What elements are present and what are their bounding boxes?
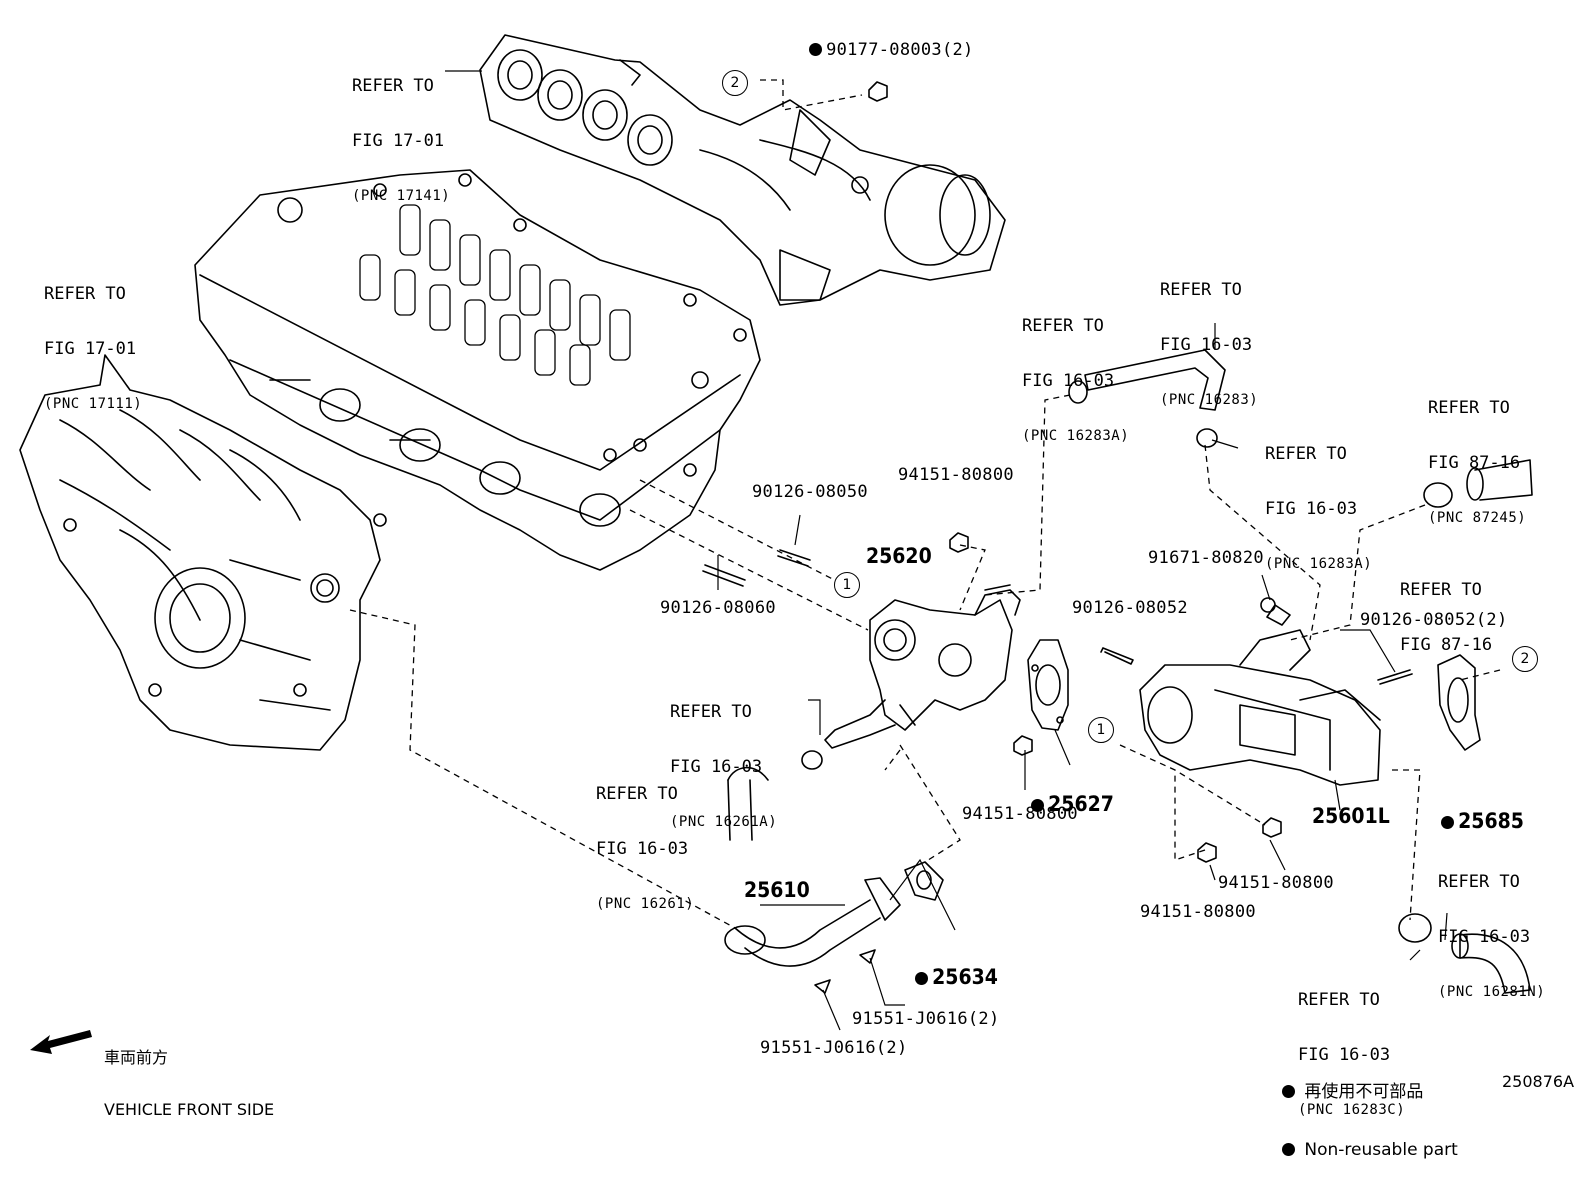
ref-line: FIG 16-03 [1160,335,1253,355]
fasteners-drawing [702,81,1291,994]
ref-pnc: (PNC 17111) [44,396,143,412]
label-nut-94151-mid: 94151-80800 [962,804,1078,824]
label-gasket-25634: 25634 [902,946,998,988]
ref-line: REFER TO [670,702,752,722]
ref-pnc: (PNC 16281N) [1438,984,1546,1000]
ref-pnc: (PNC 16261A) [670,814,778,830]
callout-2-top: 2 [722,70,748,96]
label-bolt-91671: 91671-80820 [1148,548,1264,568]
egr-valve-drawing [824,584,1021,749]
ref-line: REFER TO [1265,444,1347,464]
non-reusable-dot-icon [1282,1085,1295,1098]
ref-pnc: (PNC 16283) [1160,392,1259,408]
ref-line: FIG 87-16 [1400,635,1493,655]
label-bolt-91551-a: 91551-J0616(2) [852,1009,1000,1029]
ref-pnc: (PNC 87245) [1428,510,1527,526]
ref-line: REFER TO [1428,398,1510,418]
ref-line: FIG 16-03 [596,839,689,859]
callout-2-right: 2 [1512,646,1538,672]
gasket-25685-drawing [1437,654,1481,751]
legend-jp: 再使用不可部品 [1304,1082,1424,1102]
callout-1-left: 1 [834,572,860,598]
label-stud-90126-08052: 90126-08052 [1072,598,1188,618]
ref-hose-87245: REFER TO FIG 87-16 (PNC 87245) [1428,364,1526,546]
parts-illustration [19,34,1533,1054]
label-stud-90126-08060: 90126-08060 [660,598,776,618]
part-number: 25685 [1458,809,1524,833]
vehicle-front-label: 車両前方 VEHICLE FRONT SIDE [104,1016,274,1136]
label-gasket-25627: 25627 [1018,773,1114,815]
part-number: 25627 [1048,792,1114,816]
direction-en: VEHICLE FRONT SIDE [104,1100,275,1119]
ref-clamp-16261a: REFER TO FIG 16-03 (PNC 16261A) [670,668,777,850]
ref-line: REFER TO [596,784,678,804]
ref-hose-16283a-top: REFER TO FIG 16-03 (PNC 16283A) [1022,282,1129,464]
ref-line: REFER TO [352,76,434,96]
ref-pnc: (PNC 16261) [596,896,695,912]
egr-pipe-drawing [724,877,901,967]
ref-clamp-16283a-right: REFER TO FIG 16-03 (PNC 16283A) [1265,410,1372,592]
ref-pnc: (PNC 16283A) [1265,556,1373,572]
label-nut-94151-right: 94151-80800 [1218,873,1334,893]
ref-line: FIG 87-16 [1428,453,1521,473]
label-bolt-91551-b: 91551-J0616(2) [760,1038,908,1058]
ref-line: FIG 17-01 [352,131,445,151]
part-number: 25634 [932,965,998,989]
label-nut-94151-top: 94151-80800 [898,465,1014,485]
cylinder-head-drawing [194,169,761,571]
egr-cooler-drawing [1139,597,1381,786]
label-stud-90126-08050: 90126-08050 [752,482,868,502]
stud-90126-08052-2-drawing [1377,669,1413,685]
ref-line: FIG 16-03 [670,757,763,777]
ref-line: FIG 16-03 [1022,371,1115,391]
non-reusable-dot-icon [1441,816,1455,829]
legend-en: Non-reusable part [1304,1140,1458,1160]
callout-1-right: 1 [1088,717,1114,743]
hoses-drawing [727,349,1533,994]
ref-line: FIG 16-03 [1265,499,1358,519]
front-arrow-icon [30,1030,92,1054]
label-egr-valve-25620: 25620 [866,544,932,568]
ref-line: FIG 17-01 [44,339,137,359]
gasket-25627-drawing [1027,639,1069,731]
ref-line: FIG 16-03 [1298,1045,1391,1065]
label-nut-94151-bottom: 94151-80800 [1140,902,1256,922]
non-reusable-dot-icon [1282,1143,1295,1156]
stud-90126-08052-drawing [1100,647,1134,665]
ref-line: REFER TO [1160,280,1242,300]
label-stud-90126-08052-2: 90126-08052(2) [1360,610,1508,630]
ref-line: FIG 16-03 [1438,927,1531,947]
ref-pnc: (PNC 16283A) [1022,428,1130,444]
ref-line: REFER TO [1400,580,1482,600]
label-egr-cooler-25601l: 25601L [1312,804,1390,828]
label-nut-top: 90177-08003(2) [788,25,974,59]
legend: 再使用不可部品 Non-reusable part [1282,1046,1458,1179]
clamps-drawing [801,380,1453,943]
ref-line: REFER TO [1438,872,1520,892]
direction-jp: 車両前方 [104,1048,169,1067]
ref-clamp-87-16: REFER TO FIG 87-16 [1400,546,1492,673]
ref-pnc: (PNC 17141) [352,188,451,204]
ref-hose-16261: REFER TO FIG 16-03 (PNC 16261) [596,750,694,932]
non-reusable-dot-icon [809,43,823,56]
ref-exhaust-manifold: REFER TO FIG 17-01 (PNC 17141) [352,42,450,224]
ref-line: REFER TO [44,284,126,304]
figure-id: 250876A [1502,1072,1575,1091]
ref-line: REFER TO [1298,990,1380,1010]
ref-hose-16281n: REFER TO FIG 16-03 (PNC 16281N) [1438,838,1545,1020]
exhaust-manifold-drawing [479,34,1006,306]
intake-manifold-drawing [19,354,387,751]
label-gasket-25685: 25685 [1428,790,1524,832]
ref-line: REFER TO [1022,316,1104,336]
ref-hose-16283: REFER TO FIG 16-03 (PNC 16283) [1160,246,1258,428]
non-reusable-dot-icon [915,972,929,985]
label-pipe-25610: 25610 [744,878,810,902]
ref-intake-manifold: REFER TO FIG 17-01 (PNC 17111) [44,250,142,432]
non-reusable-dot-icon [1031,799,1045,812]
part-number: 90177-08003(2) [826,40,974,60]
